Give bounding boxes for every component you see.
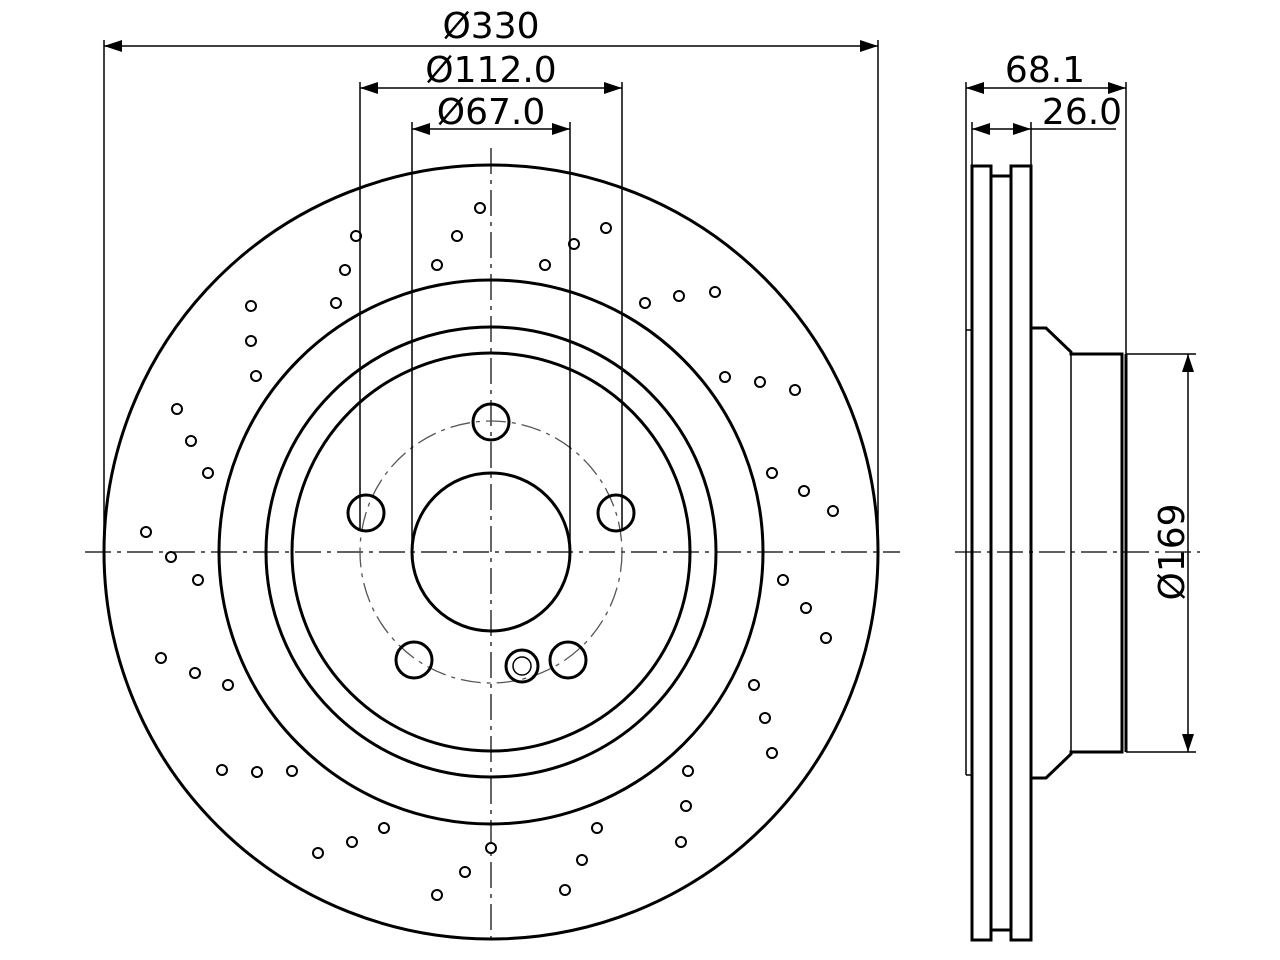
- hat-diameter-label: Ø169: [1152, 503, 1193, 600]
- bolt-hole: [596, 493, 636, 533]
- drill-hole: [171, 403, 183, 415]
- drill-hole: [827, 505, 839, 517]
- bolt-holes: [346, 402, 636, 680]
- drill-hole: [759, 712, 771, 724]
- drill-hole: [216, 764, 228, 776]
- bolt-hole: [346, 493, 386, 533]
- drill-hole: [748, 679, 760, 691]
- bolt-hole: [548, 640, 588, 680]
- drill-hole: [431, 889, 443, 901]
- drill-hole: [680, 800, 692, 812]
- drill-hole: [155, 652, 167, 664]
- drill-hole: [591, 822, 603, 834]
- bolt-hole: [394, 640, 434, 680]
- drill-hole: [192, 574, 204, 586]
- inner-friction-plate: [1009, 164, 1033, 942]
- drill-hole: [709, 286, 721, 298]
- drill-hole: [539, 259, 551, 271]
- drill-hole: [378, 822, 390, 834]
- drill-hole: [485, 842, 497, 854]
- hat-outer-edge: [264, 325, 718, 779]
- pcd-label: Ø112.0: [425, 50, 556, 91]
- outer-diameter-label: Ø330: [442, 6, 539, 47]
- drill-hole: [789, 384, 801, 396]
- bolt-circle: [359, 420, 623, 684]
- drill-hole: [185, 435, 197, 447]
- drill-hole: [165, 551, 177, 563]
- drill-hole: [459, 866, 471, 878]
- drill-hole: [673, 290, 685, 302]
- hat-inner-edge: [290, 351, 692, 753]
- drill-hole: [777, 574, 789, 586]
- drill-hole: [576, 854, 588, 866]
- drill-hole: [451, 230, 463, 242]
- drill-hole: [798, 485, 810, 497]
- drill-hole: [286, 765, 298, 777]
- bolt-hole: [471, 402, 511, 442]
- drill-hole: [800, 602, 812, 614]
- drill-hole: [312, 847, 324, 859]
- drill-hole: [568, 238, 580, 250]
- drill-hole: [639, 297, 651, 309]
- drill-hole: [250, 370, 262, 382]
- drill-hole: [245, 335, 257, 347]
- center-bore-label: Ø67.0: [437, 92, 546, 133]
- drill-hole: [346, 836, 358, 848]
- cross-drilled-holes: [140, 202, 839, 901]
- drill-hole: [140, 526, 152, 538]
- drill-hole: [820, 632, 832, 644]
- hat-profile: [1031, 326, 1124, 780]
- drill-hole: [559, 884, 571, 896]
- front-view: Ø330 Ø112.0 Ø67.0: [85, 6, 900, 941]
- drill-hole: [675, 836, 687, 848]
- drill-hole: [474, 202, 486, 214]
- outer-friction-plate: [970, 164, 993, 942]
- drill-hole: [339, 264, 351, 276]
- drill-hole: [754, 376, 766, 388]
- drill-hole: [251, 766, 263, 778]
- disc-thickness-label: 26.0: [1042, 92, 1122, 133]
- drill-hole: [600, 222, 612, 234]
- drill-hole: [202, 467, 214, 479]
- drill-hole: [766, 747, 778, 759]
- side-view: 68.1 26.0 Ø169: [955, 50, 1200, 942]
- drill-hole: [330, 297, 342, 309]
- drill-hole: [189, 667, 201, 679]
- drill-hole: [350, 230, 362, 242]
- drill-hole: [222, 679, 234, 691]
- locating-hole: [504, 648, 540, 684]
- friction-ring-inner-edge: [217, 278, 765, 826]
- drill-hole: [766, 467, 778, 479]
- drill-hole: [682, 765, 694, 777]
- drill-hole: [245, 300, 257, 312]
- drill-hole: [431, 259, 443, 271]
- drill-hole: [719, 371, 731, 383]
- overall-height-label: 68.1: [1005, 50, 1085, 91]
